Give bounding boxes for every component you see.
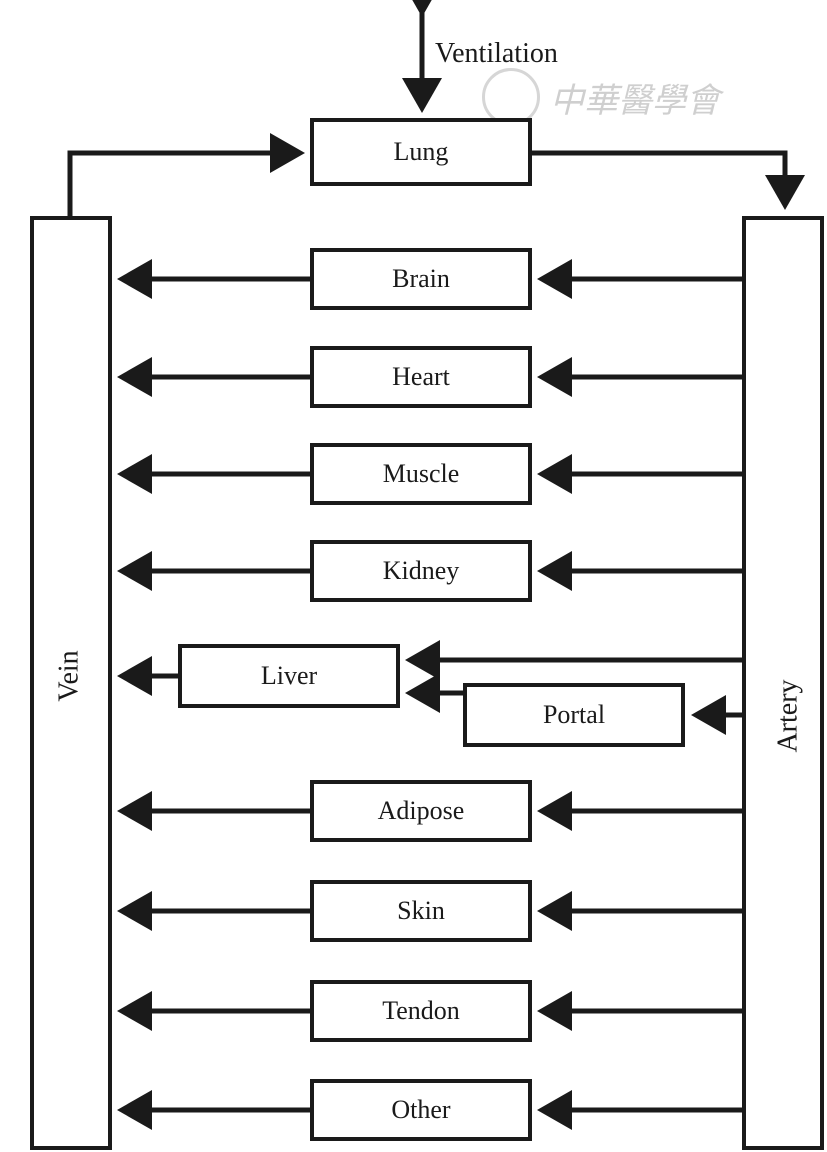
organ-box-muscle: Muscle	[310, 443, 532, 505]
ventilation-label: Ventilation	[435, 38, 558, 69]
liver-box: Liver	[178, 644, 400, 708]
organ-box-tendon: Tendon	[310, 980, 532, 1042]
vein-to-lung-arrow	[67, 133, 305, 216]
organ-box-skin: Skin	[310, 880, 532, 942]
organ-box-heart: Heart	[310, 346, 532, 408]
artery-label: Artery	[772, 679, 804, 753]
organ-box-kidney: Kidney	[310, 540, 532, 602]
lung-box: Lung	[310, 118, 532, 186]
vein-label: Vein	[53, 650, 85, 702]
artery-bar	[742, 216, 824, 1150]
organ-box-adipose: Adipose	[310, 780, 532, 842]
organ-box-brain: Brain	[310, 248, 532, 310]
lung-to-artery-arrow	[532, 150, 805, 210]
portal-box: Portal	[463, 683, 685, 747]
organ-box-other: Other	[310, 1079, 532, 1141]
watermark: 中華醫學會	[482, 68, 720, 126]
vein-bar	[30, 216, 112, 1150]
